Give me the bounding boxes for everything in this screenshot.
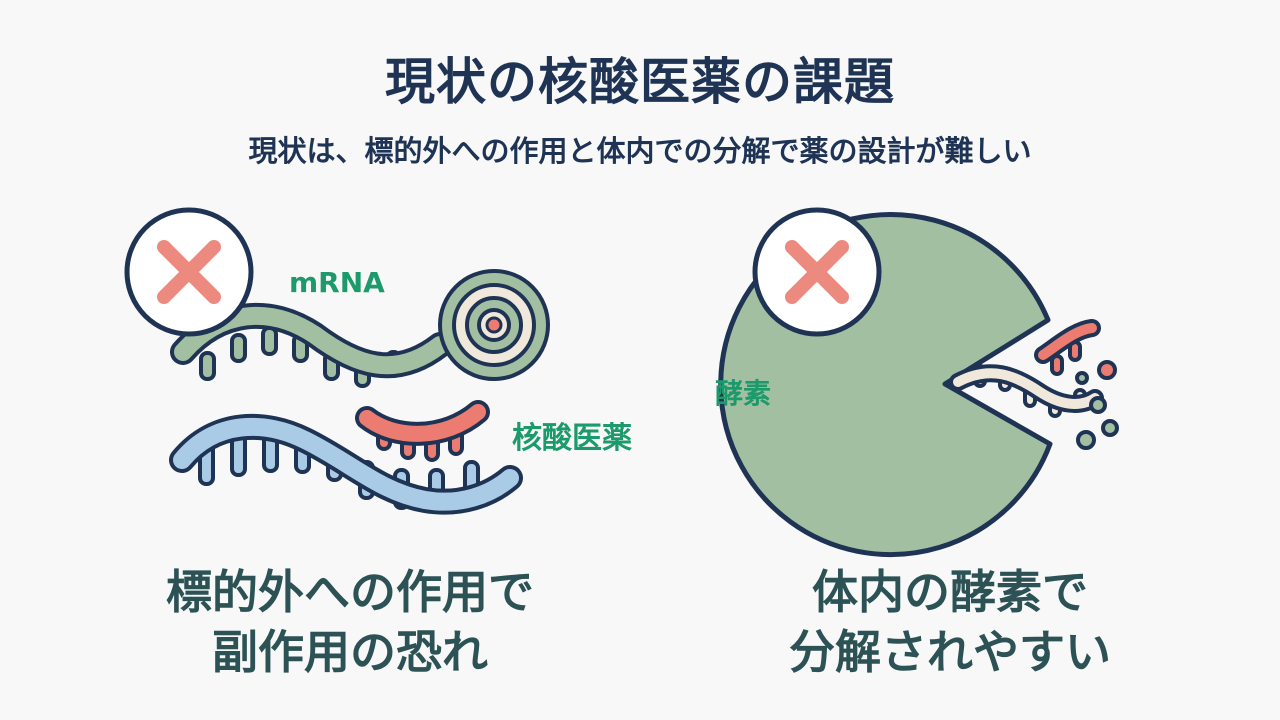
right-caption-line1: 体内の酵素で	[812, 565, 1088, 619]
right-caption-line2: 分解されやすい	[789, 625, 1111, 679]
off-target-illustration	[124, 207, 550, 515]
left-cross-icon	[124, 207, 254, 337]
mrna-coil-icon	[438, 269, 550, 381]
left-caption: 標的外への作用で 副作用の恐れ	[80, 562, 620, 682]
label-nucleic-acid-drug: 核酸医薬	[512, 421, 632, 456]
page-subtitle: 現状は、標的外への作用と体内での分解で薬の設計が難しい	[248, 134, 1032, 168]
label-mrna: mRNA	[289, 266, 385, 299]
left-caption-line1: 標的外への作用で	[166, 565, 534, 619]
right-cross-icon	[752, 207, 882, 337]
right-caption: 体内の酵素で 分解されやすい	[690, 562, 1210, 682]
enzyme-degradation-illustration	[718, 207, 1119, 558]
page-title: 現状の核酸医薬の課題	[385, 53, 895, 111]
left-caption-line2: 副作用の恐れ	[212, 625, 488, 679]
debris-dots	[1075, 360, 1119, 450]
label-enzyme: 酵素	[715, 377, 772, 410]
